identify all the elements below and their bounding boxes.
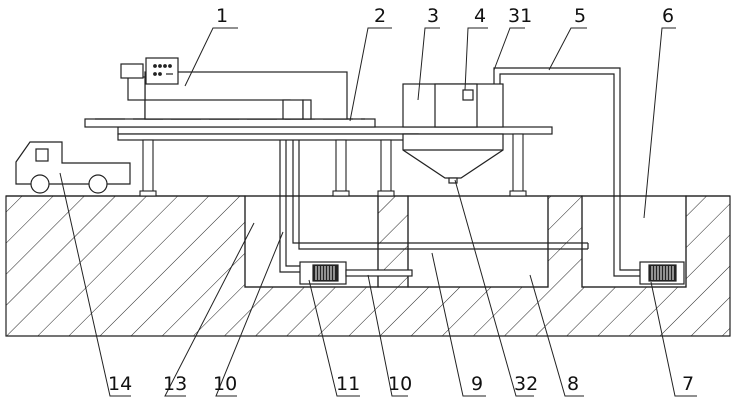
label-3: 3 xyxy=(427,5,439,27)
pipe-left xyxy=(279,140,300,273)
label-9: 9 xyxy=(471,373,483,395)
label-6: 6 xyxy=(662,5,674,27)
label-5: 5 xyxy=(574,5,586,27)
tank xyxy=(402,83,504,128)
label-13: 13 xyxy=(163,373,187,395)
label-2: 2 xyxy=(374,5,386,27)
label-7: 7 xyxy=(682,373,694,395)
label-32: 32 xyxy=(514,373,538,395)
truck xyxy=(15,141,131,194)
callout-labels: 1 2 3 4 31 5 6 14 13 10 11 10 9 32 8 7 xyxy=(108,5,694,395)
label-8: 8 xyxy=(567,373,579,395)
pump-right xyxy=(639,261,685,285)
pump-left xyxy=(299,261,413,285)
machine xyxy=(120,63,348,120)
label-14: 14 xyxy=(108,373,132,395)
control-panel xyxy=(145,57,179,85)
label-1: 1 xyxy=(216,5,228,27)
label-11: 11 xyxy=(336,373,360,395)
label-31: 31 xyxy=(508,5,532,27)
label-4: 4 xyxy=(474,5,486,27)
pipe-right xyxy=(493,67,640,277)
leader-lines xyxy=(59,27,697,397)
label-10-left: 10 xyxy=(213,373,237,395)
label-10-right: 10 xyxy=(388,373,412,395)
ground-slab xyxy=(5,195,731,337)
hopper xyxy=(402,133,504,184)
conveyor xyxy=(84,118,376,128)
pipe-middle xyxy=(292,140,589,250)
platform-legs xyxy=(139,133,527,197)
